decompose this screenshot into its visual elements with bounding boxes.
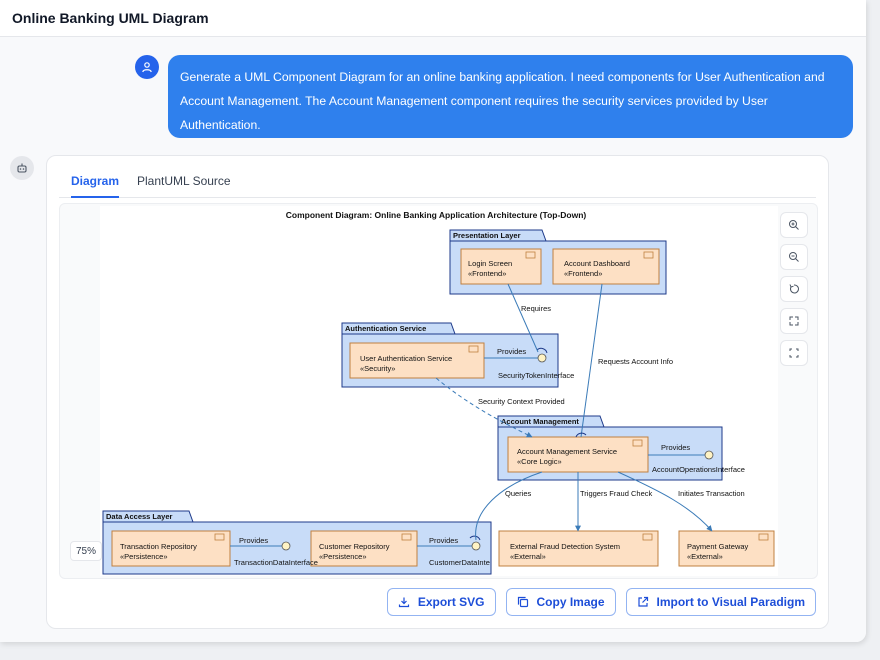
fit-to-screen-button[interactable] [780,308,808,334]
external-link-icon [637,596,648,607]
label-provides-cust: Provides [429,536,458,545]
diagram-canvas: Component Diagram: Online Banking Applic… [100,206,778,576]
label-provides-auth: Provides [497,347,526,356]
tab-plantuml-source[interactable]: PlantUML Source [137,174,231,188]
uml-diagram: Component Diagram: Online Banking Applic… [102,210,775,575]
zoom-controls [780,212,808,366]
tab-bar: Diagram PlantUML Source [59,168,816,198]
component-name-fraud: External Fraud Detection System [510,542,620,551]
export-svg-button[interactable]: Export SVG [386,588,496,616]
component-stereo-payment: «External» [687,552,723,561]
component-stereo-fraud: «External» [510,552,546,561]
copy-image-button[interactable]: Copy Image [505,588,616,616]
zoom-in-icon [789,220,799,230]
component-stereo-dashboard: «Frontend» [564,269,602,278]
component-login-screen[interactable]: Login Screen «Frontend» [460,248,542,285]
component-account-management-service[interactable]: Account Management Service «Core Logic» [507,436,649,473]
component-name-payment: Payment Gateway [687,542,749,551]
import-visual-paradigm-button[interactable]: Import to Visual Paradigm [625,588,816,616]
chat-area: Generate a UML Component Diagram for an … [0,37,866,642]
diagram-title: Component Diagram: Online Banking Applic… [286,210,587,220]
component-stereo-userauth: «Security» [360,364,395,373]
component-account-dashboard[interactable]: Account Dashboard «Frontend» [552,248,660,285]
interface-transaction-data: Provides TransactionDataInterface [230,536,318,567]
component-user-authentication-service[interactable]: User Authentication Service «Security» [349,342,485,379]
component-stereo-custrepo: «Persistence» [319,552,367,561]
package-label-auth: Authentication Service [345,324,426,333]
component-stereo-account: «Core Logic» [517,457,562,466]
connector-triggers-fraud: Triggers Fraud Check [575,472,652,532]
label-customer-data-interface: CustomerDataInte [429,558,490,567]
connector-security-context: Security Context Provided [435,377,565,438]
label-initiates-transaction: Initiates Transaction [678,489,745,498]
component-stereo-txnrepo: «Persistence» [120,552,168,561]
component-name-dashboard: Account Dashboard [564,259,630,268]
label-account-operations-interface: AccountOperationsInterface [652,465,745,474]
component-customer-repository[interactable]: Customer Repository «Persistence» [310,530,418,567]
label-requires: Requires [521,304,551,313]
reset-icon [789,284,799,294]
label-triggers-fraud: Triggers Fraud Check [580,489,652,498]
bot-icon [17,163,27,173]
zoom-out-button[interactable] [780,244,808,270]
package-label-account: Account Management [501,417,579,426]
copy-icon [517,596,528,608]
interface-security-token: Provides SecurityTokenInterface [484,347,574,380]
label-provides-txn: Provides [239,536,268,545]
import-visual-paradigm-label: Import to Visual Paradigm [656,595,805,609]
export-svg-label: Export SVG [417,595,485,609]
component-payment-gateway[interactable]: Payment Gateway «External» [678,530,775,567]
interface-customer-data: Provides CustomerDataInte [417,535,490,567]
package-label-presentation: Presentation Layer [453,231,521,240]
component-name-userauth: User Authentication Service [360,354,452,363]
component-transaction-repository[interactable]: Transaction Repository «Persistence» [111,530,231,567]
zoom-level-indicator: 75% [70,541,102,561]
connector-initiates-transaction: Initiates Transaction [617,471,745,532]
fullscreen-button[interactable] [780,340,808,366]
tab-diagram[interactable]: Diagram [71,174,120,198]
component-external-fraud-detection[interactable]: External Fraud Detection System «Externa… [498,530,659,567]
response-card: Diagram PlantUML Source Component Diagra… [46,155,829,629]
label-security-context: Security Context Provided [478,397,565,406]
connector-requests-account-info: Requests Account Info [575,283,673,438]
label-provides-account: Provides [661,443,690,452]
user-icon [142,62,152,73]
package-label-data: Data Access Layer [106,512,173,521]
bot-avatar [10,156,34,180]
label-security-token-interface: SecurityTokenInterface [498,371,574,380]
fit-icon [789,316,799,326]
label-transaction-data-interface: TransactionDataInterface [234,558,318,567]
action-bar: Export SVG Copy Image Import to Visual P… [386,588,816,616]
download-icon [398,597,409,608]
component-name-login: Login Screen [468,259,512,268]
component-stereo-login: «Frontend» [468,269,506,278]
fullscreen-icon [789,348,799,358]
label-queries: Queries [505,489,532,498]
reset-view-button[interactable] [780,276,808,302]
component-name-txnrepo: Transaction Repository [120,542,197,551]
label-requests-account-info: Requests Account Info [598,357,673,366]
zoom-out-icon [789,252,799,262]
user-avatar [135,55,159,79]
diagram-viewer[interactable]: Component Diagram: Online Banking Applic… [59,203,818,579]
copy-image-label: Copy Image [536,595,605,609]
component-name-account: Account Management Service [517,447,617,456]
component-name-custrepo: Customer Repository [319,542,390,551]
window-title: Online Banking UML Diagram [0,0,866,37]
app-window: Online Banking UML Diagram Generate a UM… [0,0,866,642]
interface-account-operations: Provides AccountOperationsInterface [648,443,745,474]
connector-queries: Queries [475,471,543,541]
user-message-bubble: Generate a UML Component Diagram for an … [168,55,853,138]
zoom-in-button[interactable] [780,212,808,238]
connector-requires: Requires [507,283,551,353]
